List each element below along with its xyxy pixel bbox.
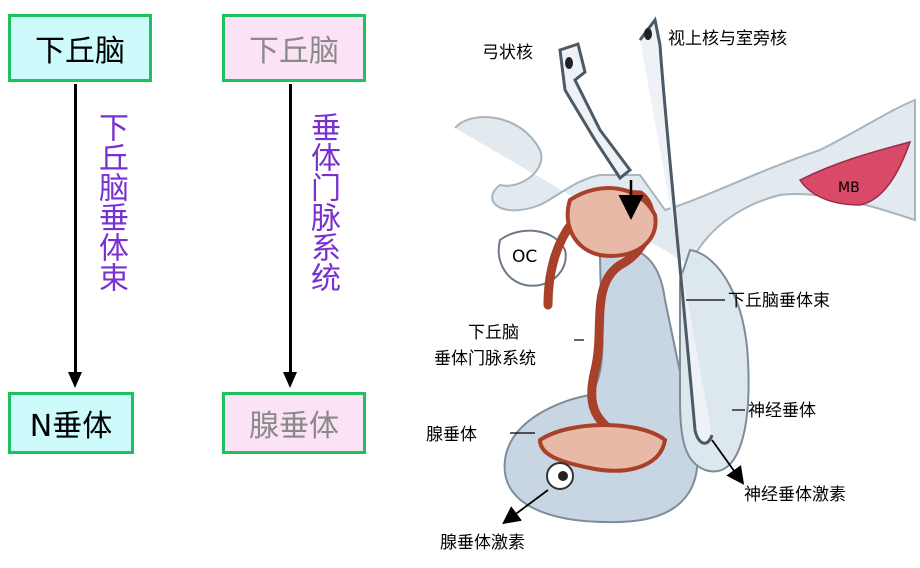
arcuate-nucleus-dot bbox=[565, 57, 573, 69]
arcuate-axon bbox=[558, 42, 633, 181]
label-mb: MB bbox=[838, 180, 860, 196]
adenohypophysis-label: 腺垂体 bbox=[249, 409, 339, 444]
middle-arrow-head bbox=[283, 372, 297, 388]
middle-pathway-label: 垂体门脉系统 bbox=[305, 112, 340, 292]
label-portal-line2: 垂体门脉系统 bbox=[434, 349, 536, 369]
label-adeno-hormone: 腺垂体激素 bbox=[440, 533, 525, 553]
label-tract: 下丘脑垂体束 bbox=[728, 291, 830, 311]
adenohypophysis-box: 腺垂体 bbox=[222, 392, 366, 454]
left-pathway-label: 下丘脑垂体束 bbox=[93, 112, 128, 292]
capillary-plexus-top bbox=[565, 186, 658, 258]
hypothalamus-box-middle: 下丘脑 bbox=[222, 14, 366, 82]
capillary-plexus-bottom bbox=[537, 423, 668, 473]
label-supraoptic: 视上核与室旁核 bbox=[668, 29, 787, 49]
neurohypophysis-box: N垂体 bbox=[8, 392, 134, 454]
hypothalamus-label-middle: 下丘脑 bbox=[249, 34, 339, 69]
supraoptic-axon bbox=[638, 16, 714, 445]
mb-region bbox=[798, 140, 912, 206]
label-neuro-hormone: 神经垂体激素 bbox=[744, 485, 846, 505]
supraoptic-nucleus-dot bbox=[644, 28, 652, 40]
label-arcuate: 弓状核 bbox=[482, 43, 533, 63]
hypothalamus-label-left: 下丘脑 bbox=[35, 34, 125, 69]
label-portal-line1: 下丘脑 bbox=[468, 323, 519, 343]
middle-arrow-line bbox=[289, 84, 292, 374]
left-arrow-head bbox=[68, 372, 82, 388]
neurohypophysis-label: N垂体 bbox=[29, 409, 113, 444]
label-neuro: 神经垂体 bbox=[748, 401, 816, 421]
label-oc: OC bbox=[512, 247, 537, 267]
label-adeno: 腺垂体 bbox=[426, 425, 477, 445]
left-arrow-line bbox=[74, 84, 77, 374]
hypothalamus-box-left: 下丘脑 bbox=[8, 14, 152, 82]
